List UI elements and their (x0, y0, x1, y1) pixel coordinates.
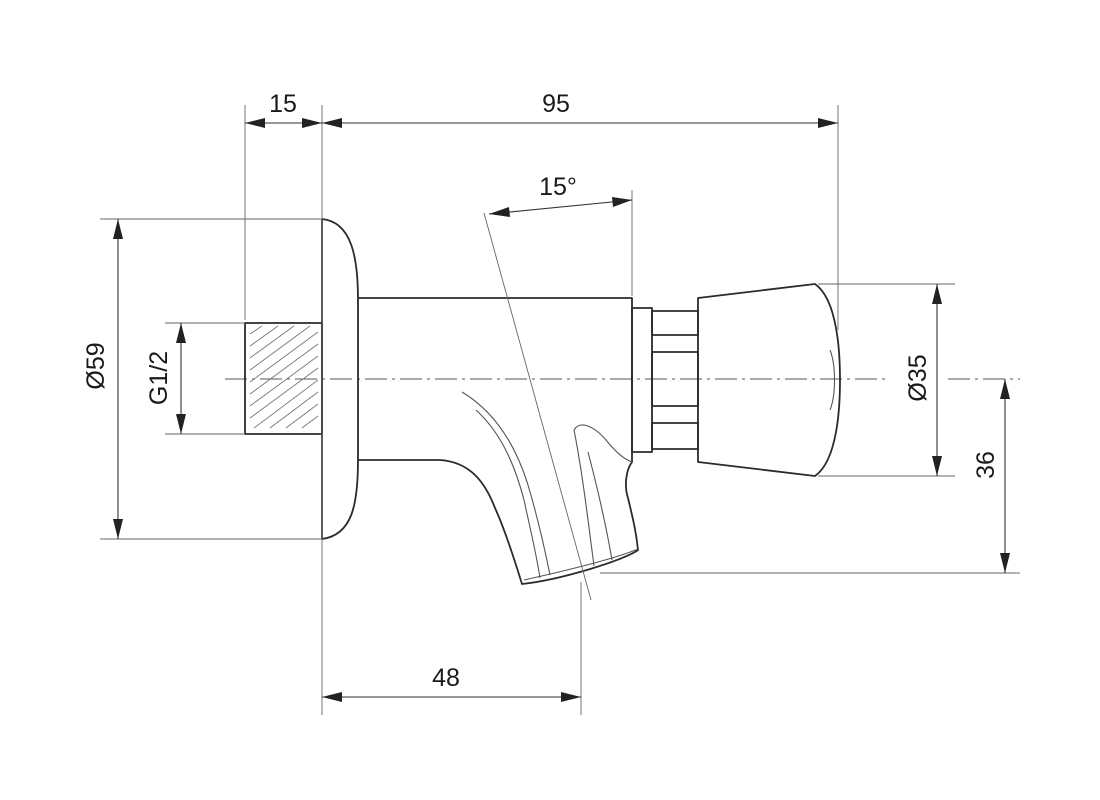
dimension-thread-size: G1/2 (145, 323, 186, 434)
dimension-spout-offset: 48 (322, 664, 581, 702)
spout-contour-5 (587, 451, 613, 561)
collar-tab-bottom (651, 422, 699, 450)
faucet-body (244, 212, 841, 601)
overall-length-label: 95 (542, 90, 570, 118)
flange-diameter-label: Ø59 (82, 342, 110, 389)
thread-pattern (249, 325, 319, 429)
dimension-overall-length: 95 (322, 90, 838, 128)
spout-outlet (523, 548, 639, 581)
dimension-flange-thickness: 15 (245, 90, 322, 128)
main-body (357, 297, 639, 585)
spout-contour-4 (573, 429, 595, 567)
dimension-flange-diameter: Ø59 (82, 219, 123, 539)
push-handle (697, 283, 841, 477)
collar (631, 307, 653, 453)
spout-angle-label: 15° (539, 173, 577, 201)
spout-contour-1 (461, 391, 551, 576)
flange-thickness-label: 15 (269, 90, 297, 118)
collar-tab-top (651, 310, 699, 336)
push-handle-cap (829, 349, 836, 411)
spout-contour-2 (475, 409, 541, 579)
spout-offset-label: 48 (432, 664, 460, 692)
thread-size-label: G1/2 (145, 351, 173, 405)
spout-height-label: 36 (972, 451, 1000, 479)
dimension-spout-angle: 15° (488, 173, 633, 217)
spout-angle-line (483, 212, 592, 601)
dimension-handle-diameter: Ø35 (904, 284, 942, 476)
spout-contour-3 (573, 424, 633, 463)
extension-lines (100, 105, 1020, 715)
dimension-spout-height: 36 (972, 379, 1010, 573)
handle-diameter-label: Ø35 (904, 354, 932, 401)
